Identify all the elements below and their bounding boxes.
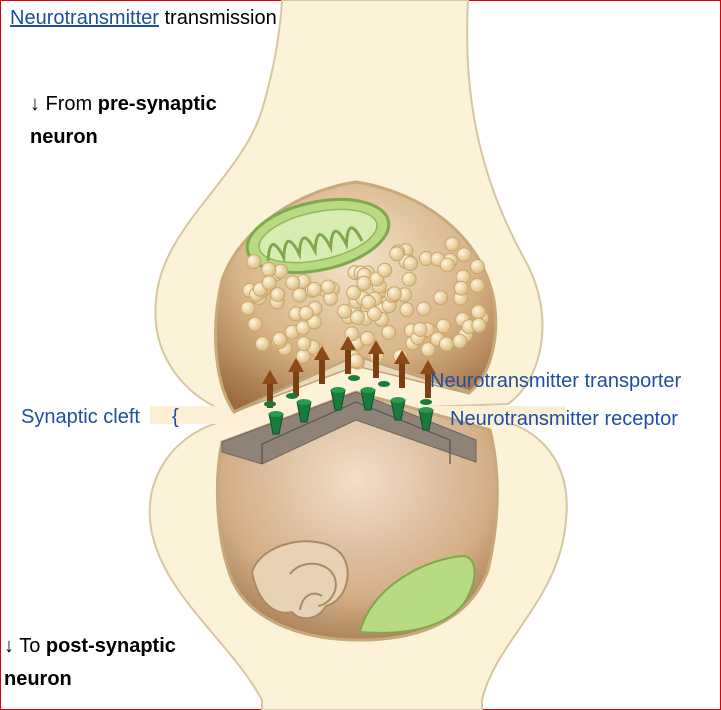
transporter-arrowhead (340, 336, 356, 350)
transporter (425, 372, 431, 398)
golgi-organelle (250, 540, 349, 620)
vesicle (420, 342, 436, 357)
vesicle (272, 331, 288, 347)
vesicle (348, 353, 364, 369)
vesicle (403, 256, 418, 272)
vesicle (261, 275, 277, 291)
vesicle (469, 259, 485, 274)
vesicle (469, 278, 485, 293)
vesicle (247, 316, 263, 332)
transporter-arrowhead (288, 358, 304, 372)
vesicle (444, 236, 460, 252)
receptor-top (361, 387, 375, 393)
vesicle (452, 333, 468, 349)
vesicle (246, 254, 262, 270)
transporter (399, 362, 405, 388)
vesicle (295, 348, 311, 364)
neurotransmitter-receptors (264, 375, 434, 435)
neurotransmitter-link[interactable]: Neurotransmitter (10, 7, 159, 29)
vesicle (377, 262, 393, 278)
transporter (293, 370, 299, 396)
vesicle (438, 336, 454, 352)
vesicle (270, 287, 286, 303)
vesicle (412, 322, 428, 337)
transporter (319, 358, 325, 384)
transporter-arrowhead (394, 350, 410, 364)
vesicle (456, 247, 472, 263)
receptor-label: Neurotransmitter receptor (450, 408, 678, 430)
vesicle (350, 310, 365, 325)
vesicle (389, 246, 405, 262)
transporter-arrowhead (368, 340, 384, 354)
receptor-dot (264, 401, 276, 407)
transporter-label: Neurotransmitter transporter (430, 370, 682, 392)
post-synaptic-label: ↓ To post-synaptic neuron (4, 635, 176, 690)
receptor-top (297, 399, 311, 405)
vesicle (361, 294, 376, 310)
vesicle (367, 306, 382, 322)
receptor-top (269, 411, 283, 417)
receptor-dot (286, 393, 298, 399)
vesicle (337, 303, 352, 319)
vesicle (240, 300, 256, 316)
transporter-arrowhead (314, 346, 330, 360)
vesicle (386, 286, 402, 302)
transporter-arrowhead (420, 360, 436, 374)
receptor-dot (378, 381, 390, 387)
vesicle (433, 290, 449, 306)
vesicle (436, 318, 451, 334)
down-arrow-icon: ↓ (4, 635, 14, 657)
vesicle (439, 257, 455, 273)
pre-synaptic-label: ↓ From pre-synaptic neuron (30, 93, 217, 148)
vesicle (359, 330, 375, 346)
synaptic-vesicles (240, 236, 489, 370)
vesicle (292, 287, 308, 303)
diagram-title: Neurotransmitter transmission (10, 7, 277, 29)
vesicle (306, 281, 322, 297)
vesicle (471, 317, 487, 333)
vesicle (453, 280, 469, 296)
vesicle (416, 301, 432, 317)
synaptic-cleft-label: Synaptic cleft (21, 406, 140, 428)
mitochondrion (245, 198, 391, 274)
neurotransmitter-transporters (262, 336, 436, 408)
vesicle (399, 302, 415, 318)
transporter (345, 348, 351, 374)
vesicle (285, 275, 301, 291)
vesicle (296, 336, 312, 352)
receptor-dot (348, 375, 360, 381)
down-arrow-icon: ↓ (30, 93, 40, 115)
transporter-arrowhead (262, 370, 278, 384)
vesicle (356, 275, 372, 291)
vesicle (255, 336, 270, 352)
post-synaptic-membrane (221, 391, 477, 465)
receptor-top (391, 397, 405, 403)
endoplasmic-reticulum-organelle (358, 554, 476, 634)
receptor-top (331, 387, 345, 393)
synaptic-cleft-brace: { (172, 406, 179, 428)
receptor-dot (420, 399, 432, 405)
transporter (267, 382, 273, 408)
transporter (373, 352, 379, 378)
vesicle (381, 325, 397, 340)
vesicle (298, 305, 314, 321)
receptor-top (419, 407, 433, 413)
vesicle (346, 285, 361, 301)
vesicle (470, 304, 486, 320)
vesicle (261, 262, 277, 277)
vesicle (401, 271, 417, 287)
vesicle (320, 279, 336, 295)
